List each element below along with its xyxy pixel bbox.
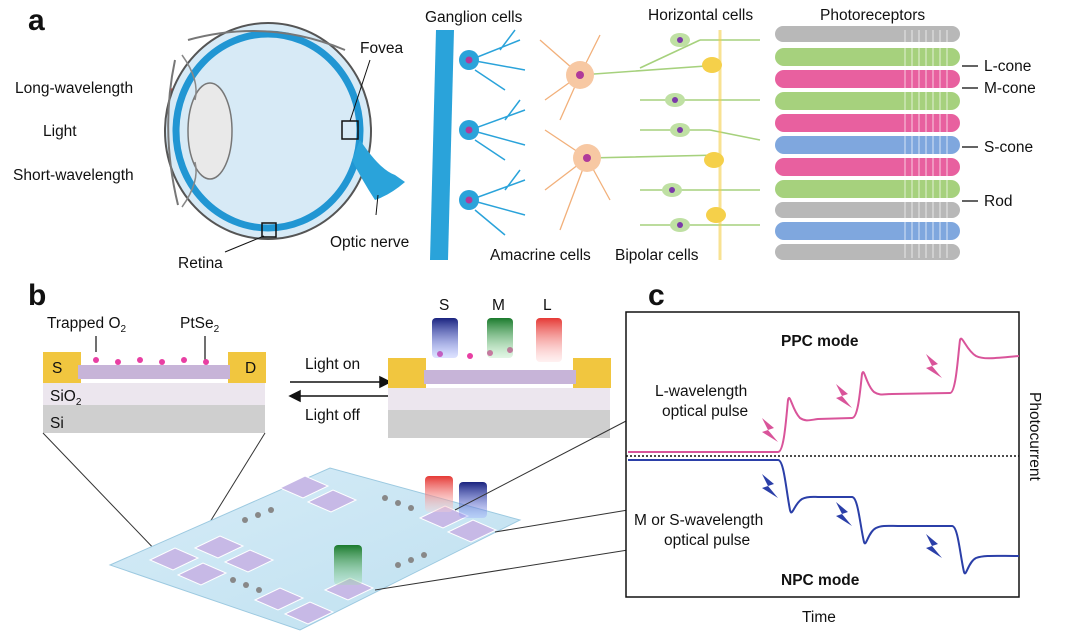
ppc-curve <box>628 337 1020 453</box>
x-axis-label: Time <box>802 609 836 626</box>
label-optic-nerve: Optic nerve <box>330 234 409 251</box>
npc-curve <box>628 459 1020 575</box>
label-l-pulse-line1: L-wavelength <box>655 383 747 400</box>
label-retina: Retina <box>178 255 223 272</box>
label-sio2: SiO2 <box>50 388 82 408</box>
plot-frame <box>625 311 1020 598</box>
label-source: S <box>52 360 62 377</box>
photoreceptor-rows <box>775 26 960 260</box>
label-bipolar-cells: Bipolar cells <box>615 247 699 264</box>
label-ms-pulse-line2: optical pulse <box>664 532 750 549</box>
label-l-pulse-line2: optical pulse <box>662 403 748 420</box>
label-short-wavelength: Short-wavelength <box>13 167 134 184</box>
label-m-cone: M-cone <box>984 80 1036 97</box>
label-amacrine-cells: Amacrine cells <box>490 247 591 264</box>
chip-array <box>42 419 629 631</box>
panel-label-a: a <box>28 4 45 37</box>
label-l-cone: L-cone <box>984 58 1031 75</box>
label-light-off: Light off <box>305 407 361 424</box>
label-fovea: Fovea <box>360 40 403 57</box>
l-pulse-icons <box>762 354 942 442</box>
y-axis-label: Photocurrent <box>1026 392 1043 481</box>
label-photoreceptors: Photoreceptors <box>820 7 925 24</box>
label-ptse2: PtSe2 <box>180 315 220 335</box>
label-pillar-l: L <box>543 297 552 314</box>
device-dark-state <box>43 352 266 433</box>
label-drain: D <box>245 360 256 377</box>
device-light-state <box>388 318 611 438</box>
label-s-cone: S-cone <box>984 139 1033 156</box>
label-trapped-o2: Trapped O2 <box>47 315 127 335</box>
label-rod: Rod <box>984 193 1012 210</box>
ms-pulse-icons <box>762 474 942 558</box>
label-long-wavelength: Long-wavelength <box>15 80 133 97</box>
label-light: Light <box>43 123 77 140</box>
label-npc-mode: NPC mode <box>781 572 860 589</box>
eye-diagram <box>164 22 405 253</box>
label-horizontal-cells: Horizontal cells <box>648 7 753 24</box>
label-ppc-mode: PPC mode <box>781 333 859 350</box>
label-ms-pulse-line1: M or S-wavelength <box>634 512 763 529</box>
panel-label-c: c <box>648 279 665 312</box>
label-ganglion-cells: Ganglion cells <box>425 9 523 26</box>
cone-pointers <box>962 65 978 202</box>
panel-label-b: b <box>28 279 46 312</box>
label-pillar-m: M <box>492 297 505 314</box>
label-si: Si <box>50 415 64 432</box>
switch-arrows <box>288 375 392 403</box>
amacrine-bipolar-layer <box>539 30 761 260</box>
label-light-on: Light on <box>305 356 360 373</box>
ganglion-layer <box>430 29 526 260</box>
label-pillar-s: S <box>439 297 449 314</box>
